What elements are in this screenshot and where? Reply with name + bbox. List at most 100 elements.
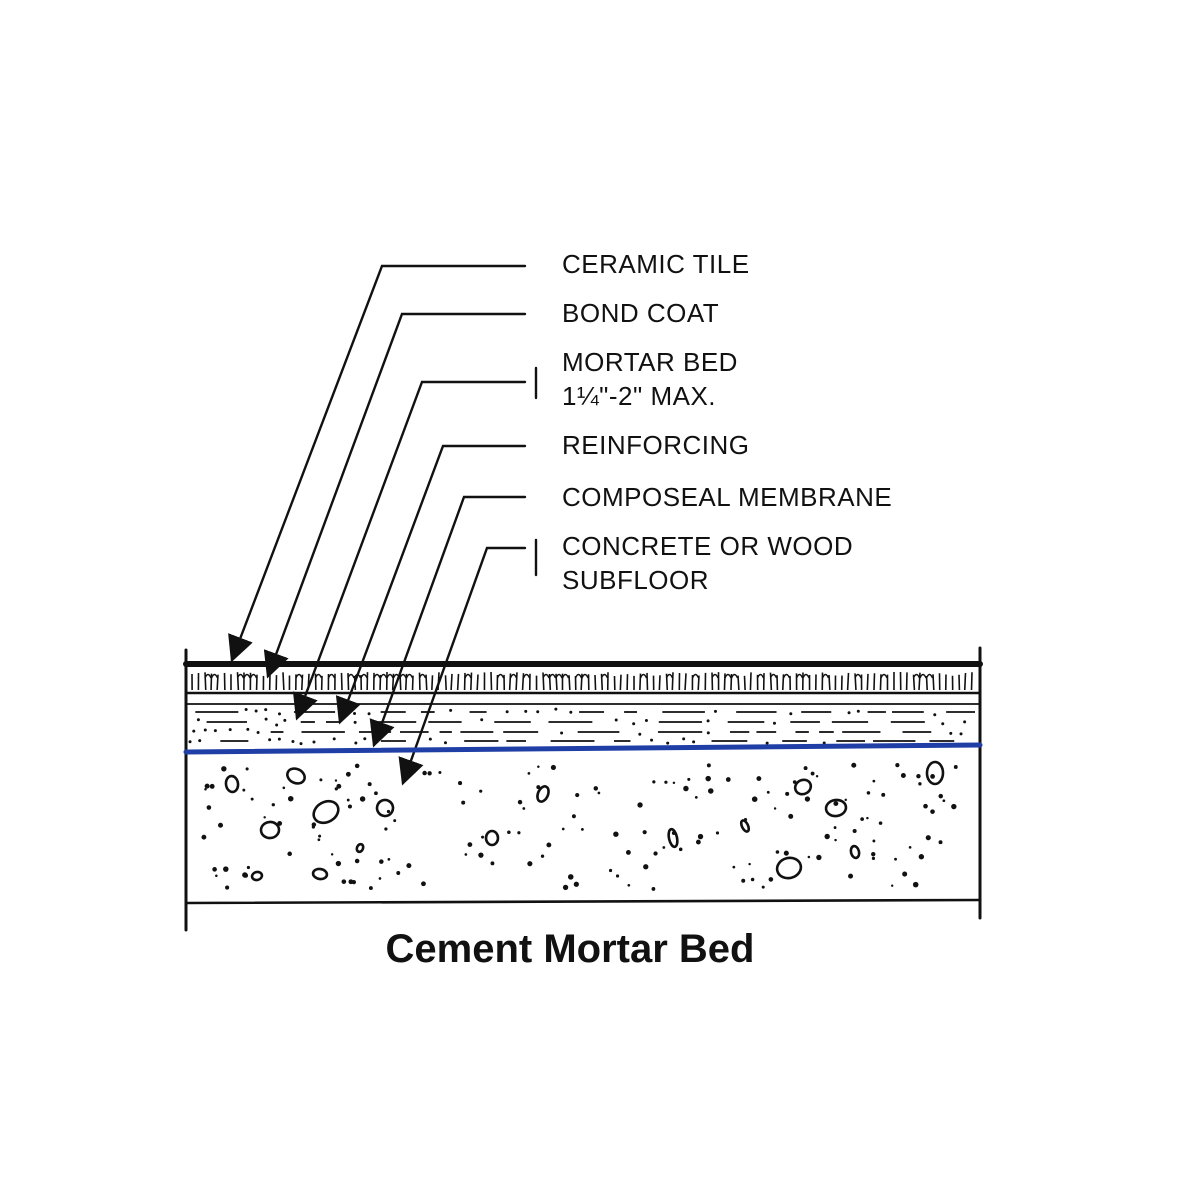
concrete-dot bbox=[642, 830, 647, 835]
tile-grain-loop bbox=[581, 673, 589, 679]
concrete-dot bbox=[751, 796, 758, 802]
concrete-dot bbox=[396, 871, 401, 875]
aggregate-pebble bbox=[355, 842, 365, 854]
tile-grain-loop bbox=[353, 673, 362, 679]
concrete-dot bbox=[537, 765, 540, 768]
tile-grain-loop bbox=[327, 673, 336, 679]
concrete-dot bbox=[378, 877, 382, 880]
tile-grain-loop bbox=[600, 673, 609, 679]
concrete-dot bbox=[341, 879, 347, 884]
tile-grain-loop bbox=[405, 673, 414, 679]
concrete-dot bbox=[387, 857, 391, 861]
concrete-dot bbox=[653, 851, 658, 856]
mortar-dot bbox=[480, 718, 484, 722]
mortar-dot bbox=[312, 740, 316, 744]
tile-grain-tick bbox=[431, 675, 434, 691]
tile-grain-loop bbox=[379, 673, 388, 679]
concrete-dot bbox=[287, 851, 292, 857]
mortar-dot bbox=[188, 740, 192, 744]
concrete-dot bbox=[652, 780, 656, 784]
tile-grain-tick bbox=[925, 675, 928, 691]
mortar-dot bbox=[524, 709, 528, 713]
tile-grain-tick bbox=[456, 673, 460, 691]
tile-grain-tick bbox=[743, 675, 746, 691]
concrete-dot bbox=[246, 865, 251, 870]
concrete-dot bbox=[597, 791, 601, 795]
concrete-dot bbox=[223, 866, 229, 872]
concrete-dot bbox=[561, 827, 565, 831]
concrete-dot bbox=[422, 770, 427, 776]
aggregate-pebble bbox=[250, 870, 264, 882]
tile-grain-loop bbox=[464, 673, 472, 679]
mortar-dot bbox=[666, 741, 670, 745]
concrete-dot bbox=[844, 798, 847, 802]
concrete-dot bbox=[852, 828, 857, 833]
concrete-dot bbox=[573, 881, 579, 887]
concrete-dot bbox=[824, 833, 830, 840]
concrete-dot bbox=[866, 791, 871, 795]
aggregate-pebble bbox=[259, 820, 281, 840]
aggregate-pebble bbox=[793, 778, 813, 796]
mortar-dot bbox=[638, 732, 642, 736]
concrete-dot bbox=[209, 783, 215, 789]
concrete-dot bbox=[335, 860, 342, 867]
tile-grain-loop bbox=[854, 673, 862, 679]
concrete-dot bbox=[881, 792, 886, 797]
mortar-dot bbox=[354, 741, 358, 745]
concrete-dot bbox=[354, 763, 360, 769]
leader-mortar-bed bbox=[292, 380, 527, 721]
tile-grain-tick bbox=[470, 672, 473, 691]
concrete-dot bbox=[775, 850, 780, 854]
concrete-dot bbox=[334, 779, 338, 782]
concrete-dot bbox=[895, 762, 900, 768]
mortar-bed-texture bbox=[188, 707, 975, 746]
concrete-dot bbox=[567, 874, 574, 880]
tile-grain-loop bbox=[795, 673, 804, 679]
mortar-dot bbox=[291, 740, 295, 744]
mortar-dot bbox=[706, 731, 710, 735]
concrete-dot bbox=[287, 795, 294, 802]
mortar-dot bbox=[692, 740, 696, 744]
concrete-dot bbox=[834, 838, 837, 842]
concrete-dot bbox=[923, 803, 928, 809]
concrete-subfloor-texture bbox=[201, 760, 958, 891]
concrete-dot bbox=[354, 858, 360, 864]
tile-grain-loop bbox=[769, 673, 778, 679]
concrete-dot bbox=[900, 772, 906, 778]
tile-grain-tick bbox=[828, 674, 831, 691]
concrete-dot bbox=[651, 887, 656, 891]
concrete-dot bbox=[694, 795, 698, 799]
tile-grain-loop bbox=[925, 673, 934, 679]
tile-grain-loop bbox=[243, 673, 251, 679]
concrete-dot bbox=[608, 868, 613, 873]
concrete-dot bbox=[930, 773, 935, 779]
concrete-dot bbox=[615, 874, 620, 878]
tile-grain-tick bbox=[684, 673, 687, 691]
label-ceramic-tile: CERAMIC TILE bbox=[562, 249, 750, 279]
mortar-dot bbox=[765, 741, 769, 745]
concrete-dot bbox=[916, 773, 921, 779]
concrete-dot bbox=[201, 834, 207, 840]
concrete-dot bbox=[464, 853, 468, 856]
concrete-dot bbox=[490, 861, 495, 866]
tile-grain-tick bbox=[568, 675, 571, 691]
aggregate-pebble bbox=[375, 798, 395, 818]
concrete-dot bbox=[766, 790, 770, 794]
concrete-dot bbox=[894, 857, 897, 861]
concrete-dot bbox=[527, 772, 531, 775]
concrete-dot bbox=[637, 802, 643, 808]
concrete-dot bbox=[386, 809, 391, 814]
concrete-dot bbox=[942, 799, 946, 803]
concrete-dot bbox=[546, 842, 552, 848]
tile-grain-tick bbox=[444, 675, 447, 691]
tile-grain-tick bbox=[580, 673, 583, 691]
concrete-dot bbox=[678, 847, 683, 852]
concrete-dot bbox=[833, 826, 837, 829]
concrete-dot bbox=[379, 859, 384, 864]
tile-grain-loop bbox=[373, 673, 381, 679]
concrete-dot bbox=[783, 850, 789, 856]
concrete-dot bbox=[627, 883, 631, 887]
mortar-dot bbox=[706, 719, 710, 723]
tile-grain-loop bbox=[399, 673, 407, 679]
label-mortar-bed-thickness: 1¼"-2" MAX. bbox=[562, 381, 716, 411]
